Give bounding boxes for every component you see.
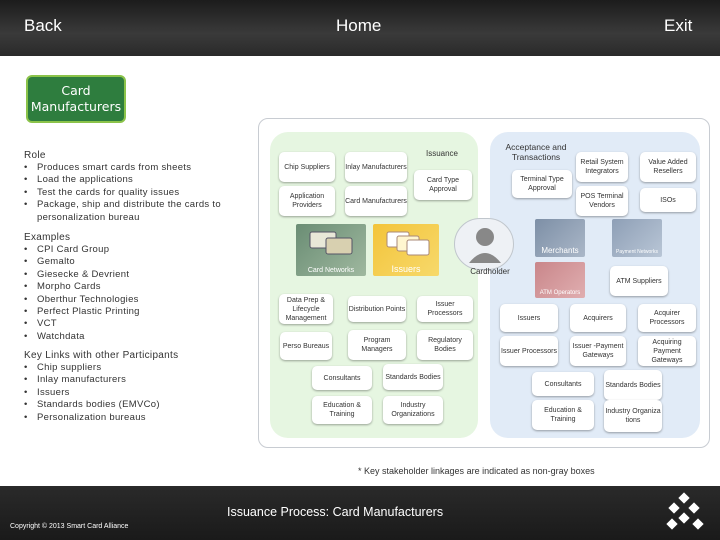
smart-card-alliance-logo-icon (666, 492, 706, 532)
footer-title: Issuance Process: Card Manufacturers (227, 505, 444, 519)
list-item: Package, ship and distribute the cards t… (24, 199, 244, 224)
examples-heading: Examples (24, 232, 71, 243)
consultants-blue-box[interactable]: Consultants (532, 372, 594, 396)
issuance-label: Issuance (425, 149, 459, 158)
acquirer-processors-box[interactable]: Acquirer Processors (638, 304, 696, 332)
atm-suppliers-box[interactable]: ATM Suppliers (610, 266, 668, 296)
list-item: Inlay manufacturers (24, 374, 244, 387)
standards-bodies-blue-box[interactable]: Standards Bodies (604, 370, 662, 400)
card-manufacturers-box[interactable]: Card Manufacturers (345, 186, 407, 216)
role-heading: Role (24, 150, 46, 161)
standards-bodies-box[interactable]: Standards Bodies (383, 364, 443, 390)
regulatory-bodies-box[interactable]: Regulatory Bodies (417, 330, 473, 360)
issuers-box[interactable]: Issuers (500, 304, 558, 332)
list-item: Giesecke & Devrient (24, 269, 244, 282)
issuer-processors-blue-box[interactable]: Issuer Processors (500, 336, 558, 366)
list-item: Perfect Plastic Printing (24, 306, 244, 319)
key-links-section: Key Links with other Participants Chip s… (24, 350, 244, 424)
title-line-1: Card (61, 83, 91, 98)
chip-suppliers-box[interactable]: Chip Suppliers (279, 152, 335, 182)
list-item: CPI Card Group (24, 244, 244, 257)
industry-organizations-box[interactable]: Industry Organizations (383, 396, 443, 424)
distribution-points-box[interactable]: Distribution Points (348, 296, 406, 322)
card-networks-image: Card Networks (296, 224, 366, 276)
list-item: Watchdata (24, 331, 244, 344)
list-item: Gemalto (24, 256, 244, 269)
acquirers-box[interactable]: Acquirers (570, 304, 626, 332)
person-icon (469, 228, 501, 263)
program-managers-box[interactable]: Program Managers (348, 330, 406, 360)
card-type-approval-box[interactable]: Card Type Approval (414, 170, 472, 200)
list-item: Personalization bureaus (24, 412, 244, 425)
list-item: Morpho Cards (24, 281, 244, 294)
retail-system-integrators-box[interactable]: Retail System Integrators (576, 152, 628, 182)
education-training-box[interactable]: Education & Training (312, 396, 372, 424)
isos-box[interactable]: ISOs (640, 188, 696, 212)
terminal-type-approval-box[interactable]: Terminal Type Approval (512, 170, 572, 198)
list-item: Chip suppliers (24, 362, 244, 375)
acquiring-payment-gateways-box[interactable]: Acquiring Payment Gateways (638, 336, 696, 366)
list-item: VCT (24, 318, 244, 331)
atm-operators-img-label: ATM Operators (539, 290, 581, 296)
consultants-box[interactable]: Consultants (312, 366, 372, 390)
atm-operators-image: ATM Operators (535, 262, 585, 298)
pos-terminal-vendors-box[interactable]: POS Terminal Vendors (576, 186, 628, 216)
exit-button[interactable]: Exit (664, 16, 693, 35)
issuers-image: Issuers (373, 224, 439, 276)
issuer-processors-box[interactable]: Issuer Processors (417, 296, 473, 322)
linkage-note: * Key stakeholder linkages are indicated… (358, 466, 595, 476)
education-training-blue-box[interactable]: Education & Training (532, 400, 594, 430)
key-links-heading: Key Links with other Participants (24, 350, 179, 361)
issuers-img-label: Issuers (391, 264, 421, 274)
card-networks-icon (309, 231, 353, 255)
list-item: Produces smart cards from sheets (24, 162, 244, 175)
card-networks-img-label: Card Networks (307, 267, 355, 274)
top-navigation-bar (0, 0, 720, 56)
list-item: Test the cards for quality issues (24, 187, 244, 200)
back-button[interactable]: Back (24, 16, 62, 35)
payment-networks-image: Payment Networks (612, 219, 662, 257)
acceptance-label: Acceptance and Transactions (505, 142, 567, 162)
list-item: Issuers (24, 387, 244, 400)
list-item: Load the applications (24, 174, 244, 187)
merchants-image: Merchants (535, 219, 585, 257)
data-prep-box[interactable]: Data Prep & Lifecycle Management (279, 294, 333, 324)
cards-icon (386, 231, 430, 256)
inlay-manufacturers-box[interactable]: Inlay Manufacturers (345, 152, 407, 182)
cardholder-circle (454, 218, 514, 270)
value-added-resellers-box[interactable]: Value Added Resellers (640, 152, 696, 182)
issuer-payment-gateways-box[interactable]: Issuer -Payment Gateways (570, 336, 626, 366)
title-line-2: Manufacturers (30, 99, 122, 114)
list-item: Standards bodies (EMVCo) (24, 399, 244, 412)
footer-bar (0, 486, 720, 540)
industry-organizations-blue-box[interactable]: Industry Organiza tions (604, 400, 662, 432)
examples-section: Examples CPI Card Group Gemalto Giesecke… (24, 232, 244, 344)
payment-networks-img-label: Payment Networks (616, 249, 658, 255)
copyright-text: Copyright © 2013 Smart Card Alliance (10, 523, 129, 530)
home-button[interactable]: Home (336, 16, 382, 35)
application-providers-box[interactable]: Application Providers (279, 186, 335, 216)
cardholder-label: Cardholder (470, 267, 510, 276)
list-item: Oberthur Technologies (24, 294, 244, 307)
role-section: Role Produces smart cards from sheets Lo… (24, 150, 244, 224)
perso-bureaus-box[interactable]: Perso Bureaus (280, 332, 332, 360)
merchants-img-label: Merchants (541, 246, 579, 255)
